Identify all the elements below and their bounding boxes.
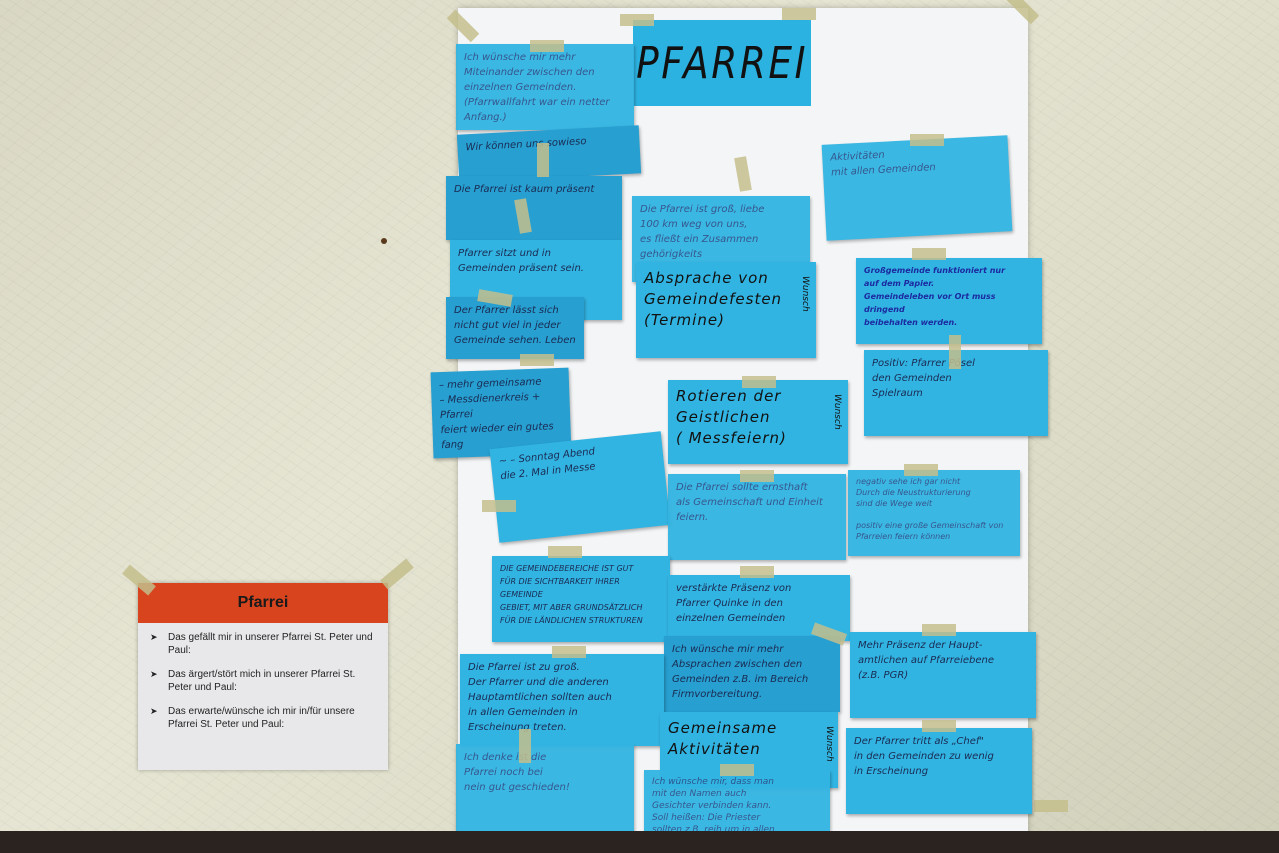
sticky-note: Wir können uns sowieso — [456, 125, 642, 183]
tape — [782, 8, 816, 20]
sticky-note: DIE GEMEINDEBEREICHE IST GUT FÜR DIE SIC… — [492, 556, 670, 642]
info-item-wishes: Das erwarte/wünsche ich mir in/für unser… — [150, 705, 378, 731]
tape — [910, 134, 944, 146]
tape — [520, 354, 554, 366]
sticky-note: Positiv: Pfarrer Pösel den Gemeinden Spi… — [864, 350, 1048, 436]
sticky-note: Der Pfarrer tritt als „Chef" in den Geme… — [846, 728, 1032, 814]
info-card-list: Das gefällt mir in unserer Pfarrei St. P… — [138, 623, 388, 731]
sticky-note: Ich wünsche mir mehr Miteinander zwische… — [456, 44, 634, 130]
tape — [740, 470, 774, 482]
sticky-note: negativ sehe ich gar nicht Durch die Neu… — [848, 470, 1020, 556]
tape — [912, 248, 946, 260]
wish-tag: Wunsch — [800, 276, 810, 312]
sticky-note: Mehr Präsenz der Haupt- amtlichen auf Pf… — [850, 632, 1036, 718]
sticky-note: Die Pfarrei sollte ernsthaft als Gemeins… — [668, 474, 846, 560]
tape — [482, 500, 516, 512]
tape — [949, 335, 961, 369]
wish-tag: Wunsch — [832, 394, 842, 430]
tape — [904, 464, 938, 476]
sticky-note: Ich wünsche mir mehr Absprachen zwischen… — [664, 636, 840, 712]
sticky-note: Ich denke ist die Pfarrei noch bei nein … — [456, 744, 634, 834]
tape — [1034, 800, 1068, 812]
poster-title-card: PFARREI — [633, 20, 811, 106]
tape — [537, 143, 549, 177]
tape — [519, 729, 531, 763]
sticky-note: Die Pfarrei ist kaum präsent — [446, 176, 622, 240]
tape — [740, 566, 774, 578]
pfarrei-info-card: Pfarrei Das gefällt mir in unserer Pfarr… — [138, 583, 388, 770]
sticky-note: Rotieren der Geistlichen ( Messfeiern) — [668, 380, 848, 464]
floor-strip — [0, 831, 1279, 853]
wall-pin — [381, 238, 387, 244]
tape — [620, 14, 654, 26]
info-card-header: Pfarrei — [138, 583, 388, 623]
tape — [922, 624, 956, 636]
sticky-note: Die Pfarrei ist zu groß. Der Pfarrer und… — [460, 654, 664, 746]
tape — [530, 40, 564, 52]
info-item-dislikes: Das ärgert/stört mich in unserer Pfarrei… — [150, 668, 378, 694]
tape — [552, 646, 586, 658]
poster-title: PFARREI — [636, 37, 808, 89]
wish-tag: Wunsch — [824, 726, 834, 762]
tape — [548, 546, 582, 558]
tape — [742, 376, 776, 388]
sticky-note: Absprache von Gemeindefesten (Termine) — [636, 262, 816, 358]
sticky-note: Großgemeinde funktioniert nur auf dem Pa… — [856, 258, 1042, 344]
tape — [922, 720, 956, 732]
sticky-note: Der Pfarrer lässt sich nicht gut viel in… — [446, 297, 584, 359]
info-item-likes: Das gefällt mir in unserer Pfarrei St. P… — [150, 631, 378, 657]
tape — [720, 764, 754, 776]
sticky-note: Aktivitäten mit allen Gemeinden — [821, 135, 1013, 241]
sticky-note: ~ – Sonntag Abend die 2. Mal in Messe — [489, 431, 671, 543]
